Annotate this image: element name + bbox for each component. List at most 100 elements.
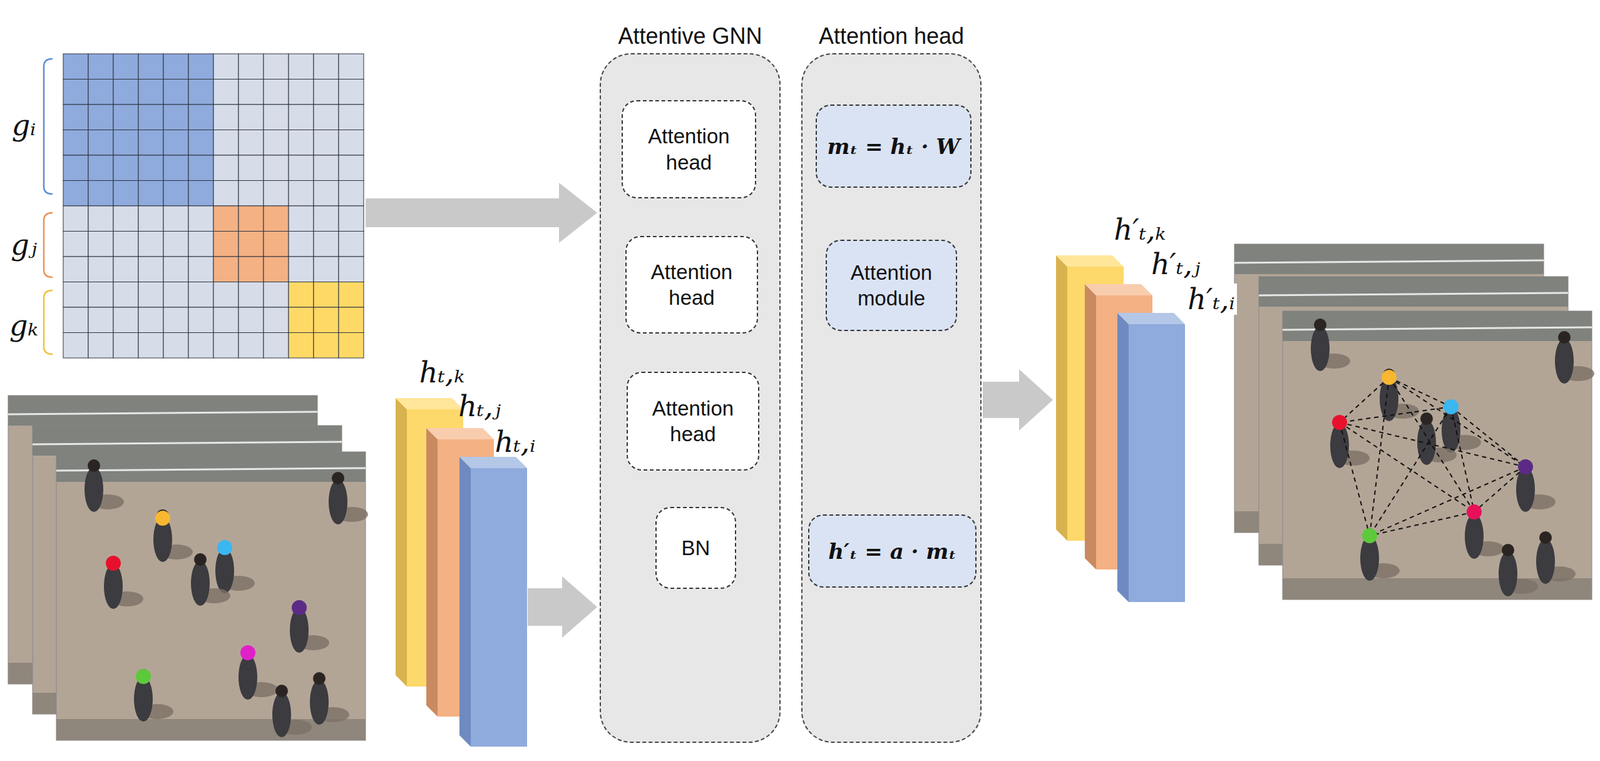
matrix-cell [113,130,139,156]
feature-bar [470,468,528,747]
person-figure [84,466,104,513]
matrix-cell [238,130,264,156]
matrix-cell [213,333,239,359]
matrix-cell [113,231,139,258]
matrix-cell [213,79,239,106]
variable-label: gᵢ [10,109,39,142]
person-head [1539,531,1552,544]
person-head [1420,412,1433,426]
matrix-cell [138,130,164,156]
feature-bar-top [426,428,494,440]
matrix-cell [63,231,89,258]
matrix-cell [238,231,264,258]
feature-bar-top [1117,312,1185,325]
interaction-edge [1389,377,1475,513]
matrix-cell [138,155,164,181]
matrix-cell [113,180,139,207]
panel-title: Attention head [777,23,1006,50]
matrix-cell [138,53,164,80]
matrix-cell [238,79,264,106]
matrix-cell [263,333,289,359]
matrix-cell [313,104,339,131]
person-figure [272,692,292,738]
matrix-cell [338,130,364,156]
road-line [1282,327,1592,330]
pedestrian-dot [1332,415,1348,431]
feature-bar-side [426,428,438,717]
matrix-cell [338,155,364,181]
matrix-cell [163,79,189,106]
matrix-cell [138,104,164,131]
pedestrian-dot [240,645,256,661]
interaction-edge [1369,466,1526,536]
feature-bar-side [1117,312,1129,603]
frame-road [32,425,342,456]
matrix-cell [138,282,164,308]
person-head [194,553,207,566]
process-box: Attention head [626,371,760,471]
matrix-cell [88,205,114,232]
road-line [8,411,318,415]
matrix-cell [338,282,364,308]
matrix-cell [213,307,239,334]
matrix-cell [188,282,214,308]
matrix-cell [138,180,164,207]
matrix-cell [163,104,189,131]
pedestrian-dot [291,600,307,616]
matrix-cell [263,53,289,80]
matrix-cell [288,205,314,232]
matrix-cell [88,104,114,131]
matrix-cell [238,180,264,207]
matrix-cell [88,155,114,181]
matrix-cell [188,130,214,156]
matrix-cell [288,307,314,334]
matrix-cell [163,205,189,232]
matrix-cell [63,104,89,131]
road-line [1234,260,1544,263]
matrix-cell [213,130,239,156]
matrix-cell [238,205,264,232]
pedestrian-dot [1381,369,1397,385]
variable-label: h′ₜ,ₖ [1112,214,1169,247]
matrix-cell [288,130,314,156]
matrix-cell [188,256,214,283]
matrix-cell [288,53,314,80]
matrix-cell [238,333,264,359]
box-label: h′ₜ = a · mₜ [828,538,957,565]
matrix-cell [213,180,239,207]
matrix-cell [213,231,239,258]
frame-ground [1282,311,1592,600]
matrix-cell [138,205,164,232]
matrix-cell [338,79,364,106]
box-label: Attention head [632,259,751,312]
matrix-cell [88,333,114,359]
interaction-edge [1339,377,1390,423]
matrix-cell [238,282,264,308]
person-figure [328,479,348,525]
person-figure [1310,326,1330,372]
matrix-cell [263,104,289,131]
pedestrian-dot [1443,399,1459,415]
feature-bar-side [1056,255,1068,541]
module-panel: Attention headmₜ = hₜ · WAttention modul… [801,53,982,744]
matrix-cell [338,53,364,80]
matrix-cell [63,307,89,334]
matrix-cell [138,79,164,106]
group-bracket [43,212,53,278]
matrix-cell [63,130,89,156]
matrix-cell [288,333,314,359]
variable-label: gₖ [7,309,41,342]
interaction-edge [1369,512,1475,536]
person-figure [1464,513,1484,559]
matrix-cell [63,53,89,80]
pedestrian-dot [1517,459,1534,475]
variable-label: hₜ,ᵢ [493,426,538,459]
matrix-cell [113,79,139,106]
matrix-cell [263,205,289,232]
matrix-cell [63,333,89,359]
matrix-cell [288,79,314,106]
matrix-cell [213,104,239,131]
adjacency-matrix [63,53,364,359]
matrix-cell [213,155,239,181]
